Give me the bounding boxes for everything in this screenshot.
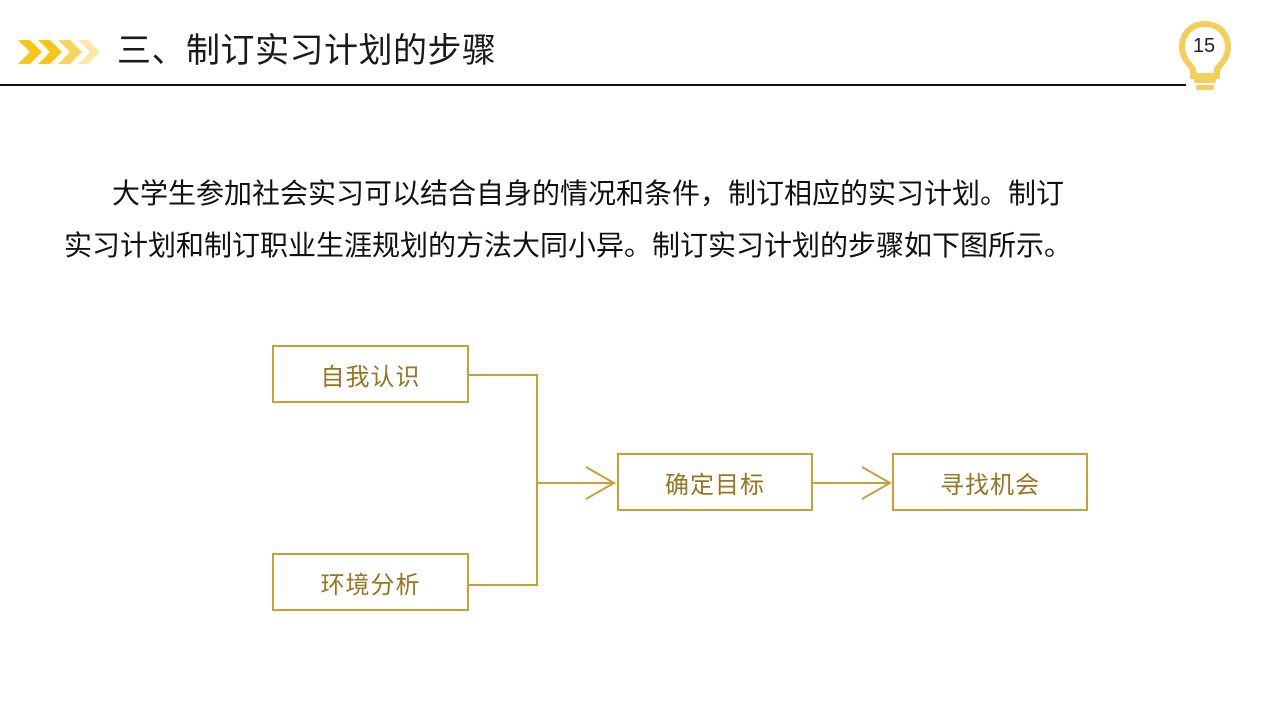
page-number: 15	[1192, 35, 1216, 57]
intro-paragraph: 大学生参加社会实习可以结合自身的情况和条件，制订相应的实习计划。制订 实习计划和…	[64, 168, 1234, 272]
chevrons-icon	[18, 40, 100, 64]
node-environment-analysis: 环境分析	[272, 553, 469, 611]
paragraph-line: 大学生参加社会实习可以结合自身的情况和条件，制订相应的实习计划。制订	[112, 177, 1065, 210]
title-divider	[0, 84, 1186, 86]
node-set-goal: 确定目标	[617, 453, 813, 511]
slide-title: 三、制订实习计划的步骤	[117, 31, 497, 71]
paragraph-line: 实习计划和制订职业生涯规划的方法大同小异。制订实习计划的步骤如下图所示。	[64, 229, 1073, 262]
lightbulb-icon	[1178, 20, 1232, 90]
node-self-awareness: 自我认识	[272, 345, 469, 403]
connector-self-to-merge	[469, 374, 538, 483]
arrowhead-goal	[585, 466, 617, 500]
connector-env-to-merge	[469, 483, 538, 586]
arrowhead-opportunity	[861, 466, 893, 500]
node-find-opportunity: 寻找机会	[892, 453, 1088, 511]
